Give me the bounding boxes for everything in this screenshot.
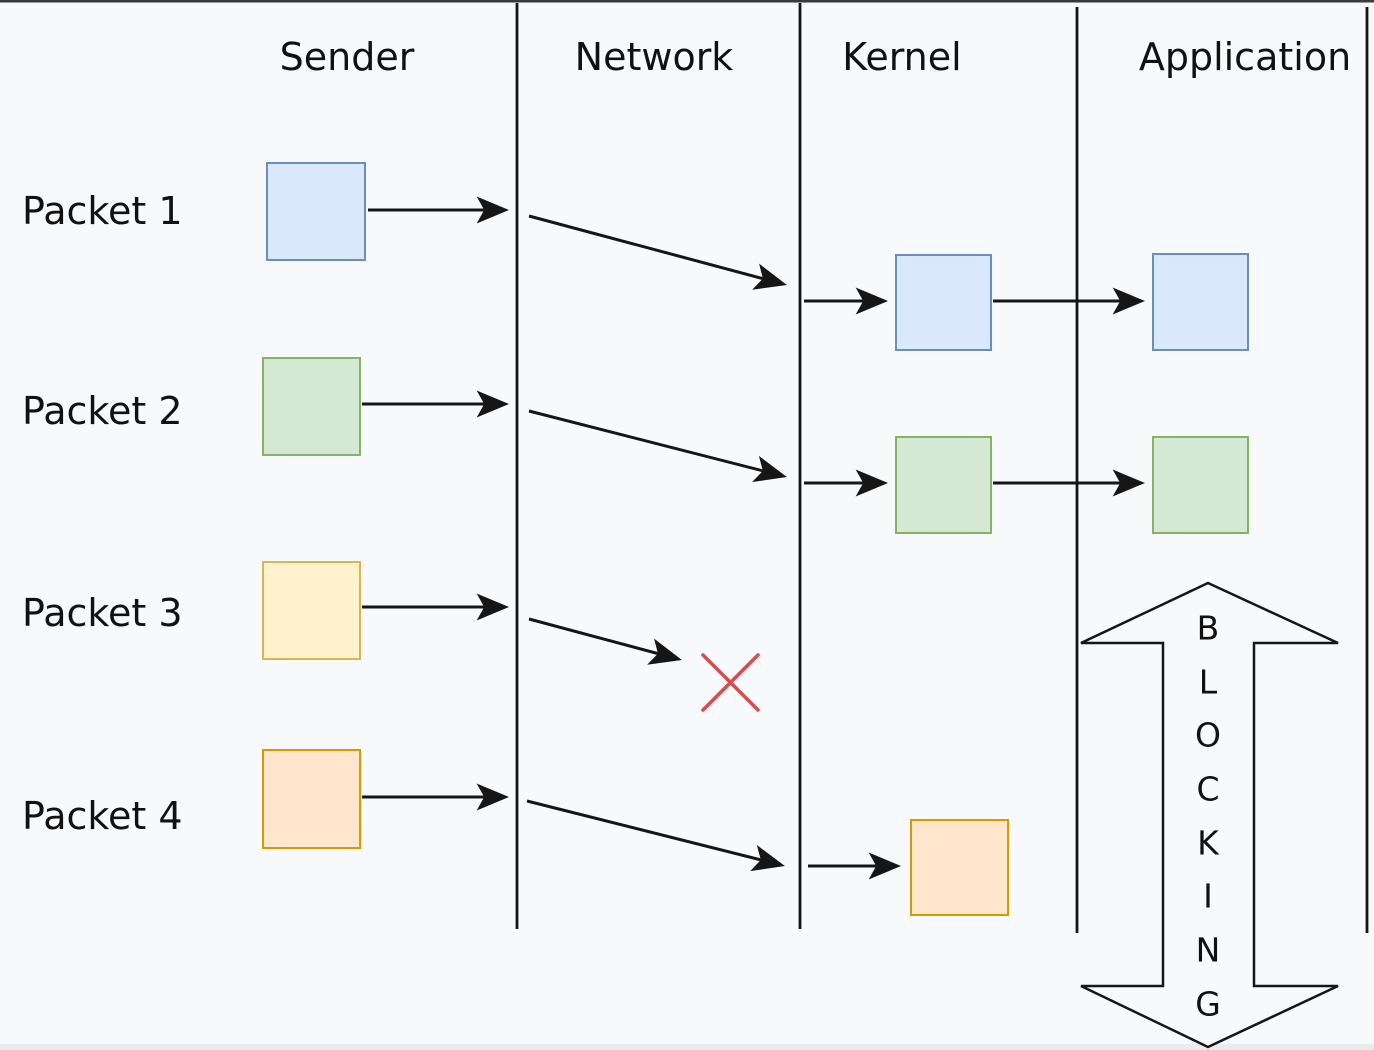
blocking-letter: G: [1195, 985, 1221, 1024]
blocking-letter: K: [1197, 824, 1220, 863]
packet-3-row: Packet 3: [22, 561, 760, 712]
blocking-arrow-outline: [1080, 581, 1339, 1049]
packet-1-arrow-across-network: [528, 214, 787, 290]
column-header-application: Application: [1139, 35, 1351, 79]
packet-2-kernel-box: [895, 436, 992, 534]
blocking-letter: N: [1196, 931, 1221, 970]
packet-3-label: Packet 3: [22, 591, 183, 635]
packet-4-kernel-box: [910, 819, 1009, 916]
packet-1-kernel-box: [895, 254, 992, 351]
blocking-letter: O: [1195, 716, 1221, 755]
column-header-kernel: Kernel: [842, 35, 961, 79]
blocking-letter: C: [1196, 770, 1219, 809]
packet-4-label: Packet 4: [22, 794, 183, 838]
packet-4-sender-box: [262, 749, 361, 849]
top-edge-line: [0, 0, 1374, 3]
packet-1-sender-box: [266, 162, 366, 261]
packet-3-arrow-dropped-in-network: [528, 617, 682, 665]
blocking-letter: I: [1203, 877, 1213, 916]
column-header-network: Network: [575, 35, 734, 79]
packet-3-sender-box: [262, 561, 361, 660]
blocking-letter: B: [1197, 609, 1220, 648]
packet-2-label: Packet 2: [22, 389, 183, 433]
packet-1-label: Packet 1: [22, 189, 183, 233]
packet-2-arrow-across-network: [528, 409, 787, 483]
bottom-edge-strip: [0, 1044, 1374, 1050]
blocking-double-arrow: B L O C K I N G: [1080, 581, 1339, 1049]
packet-2-row: Packet 2: [22, 357, 1249, 534]
packet-lost-x-stroke-2: [701, 653, 760, 712]
blocking-letter: L: [1199, 663, 1218, 702]
packet-4-arrow-across-network: [526, 799, 785, 872]
packet-2-application-box: [1152, 436, 1249, 534]
packet-1-row: Packet 1: [22, 162, 1249, 351]
packet-2-sender-box: [262, 357, 361, 456]
packet-lost-x-icon: [701, 653, 760, 712]
packet-1-application-box: [1152, 253, 1249, 351]
packet-4-row: Packet 4: [22, 749, 1009, 916]
column-header-sender: Sender: [280, 35, 415, 79]
